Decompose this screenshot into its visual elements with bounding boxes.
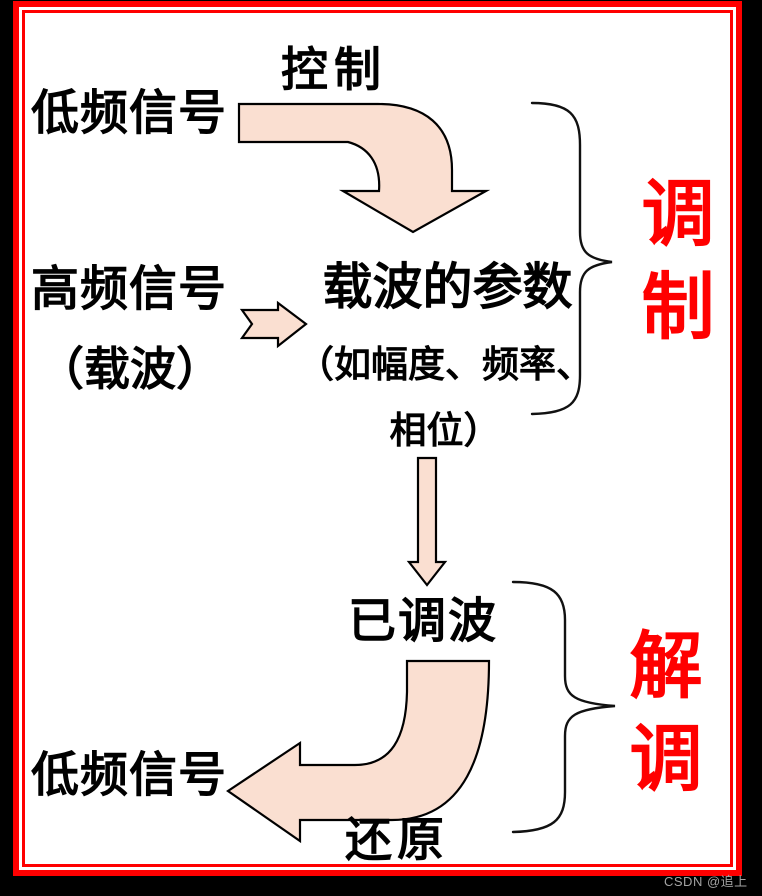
diagram-inner-frame: [22, 10, 733, 867]
parameters-note-line1: （如幅度、频率、: [297, 344, 593, 385]
low-frequency-signal-bottom-label: 低频信号: [31, 749, 228, 802]
high-frequency-signal-label: 高频信号: [31, 263, 228, 316]
control-label: 控制: [281, 43, 387, 96]
demodulation-label: 解调: [629, 626, 703, 800]
low-frequency-signal-top-label: 低频信号: [31, 87, 228, 140]
modulated-wave-label: 已调波: [348, 595, 499, 648]
parameters-note-line2: 相位）: [389, 410, 501, 451]
carrier-parameters-label: 载波的参数: [322, 259, 573, 315]
csdn-watermark: CSDN @追上: [664, 874, 748, 889]
modulation-label: 调制: [641, 174, 715, 348]
carrier-sub-label: （载波）: [38, 343, 222, 395]
restore-label: 还原: [345, 813, 449, 866]
